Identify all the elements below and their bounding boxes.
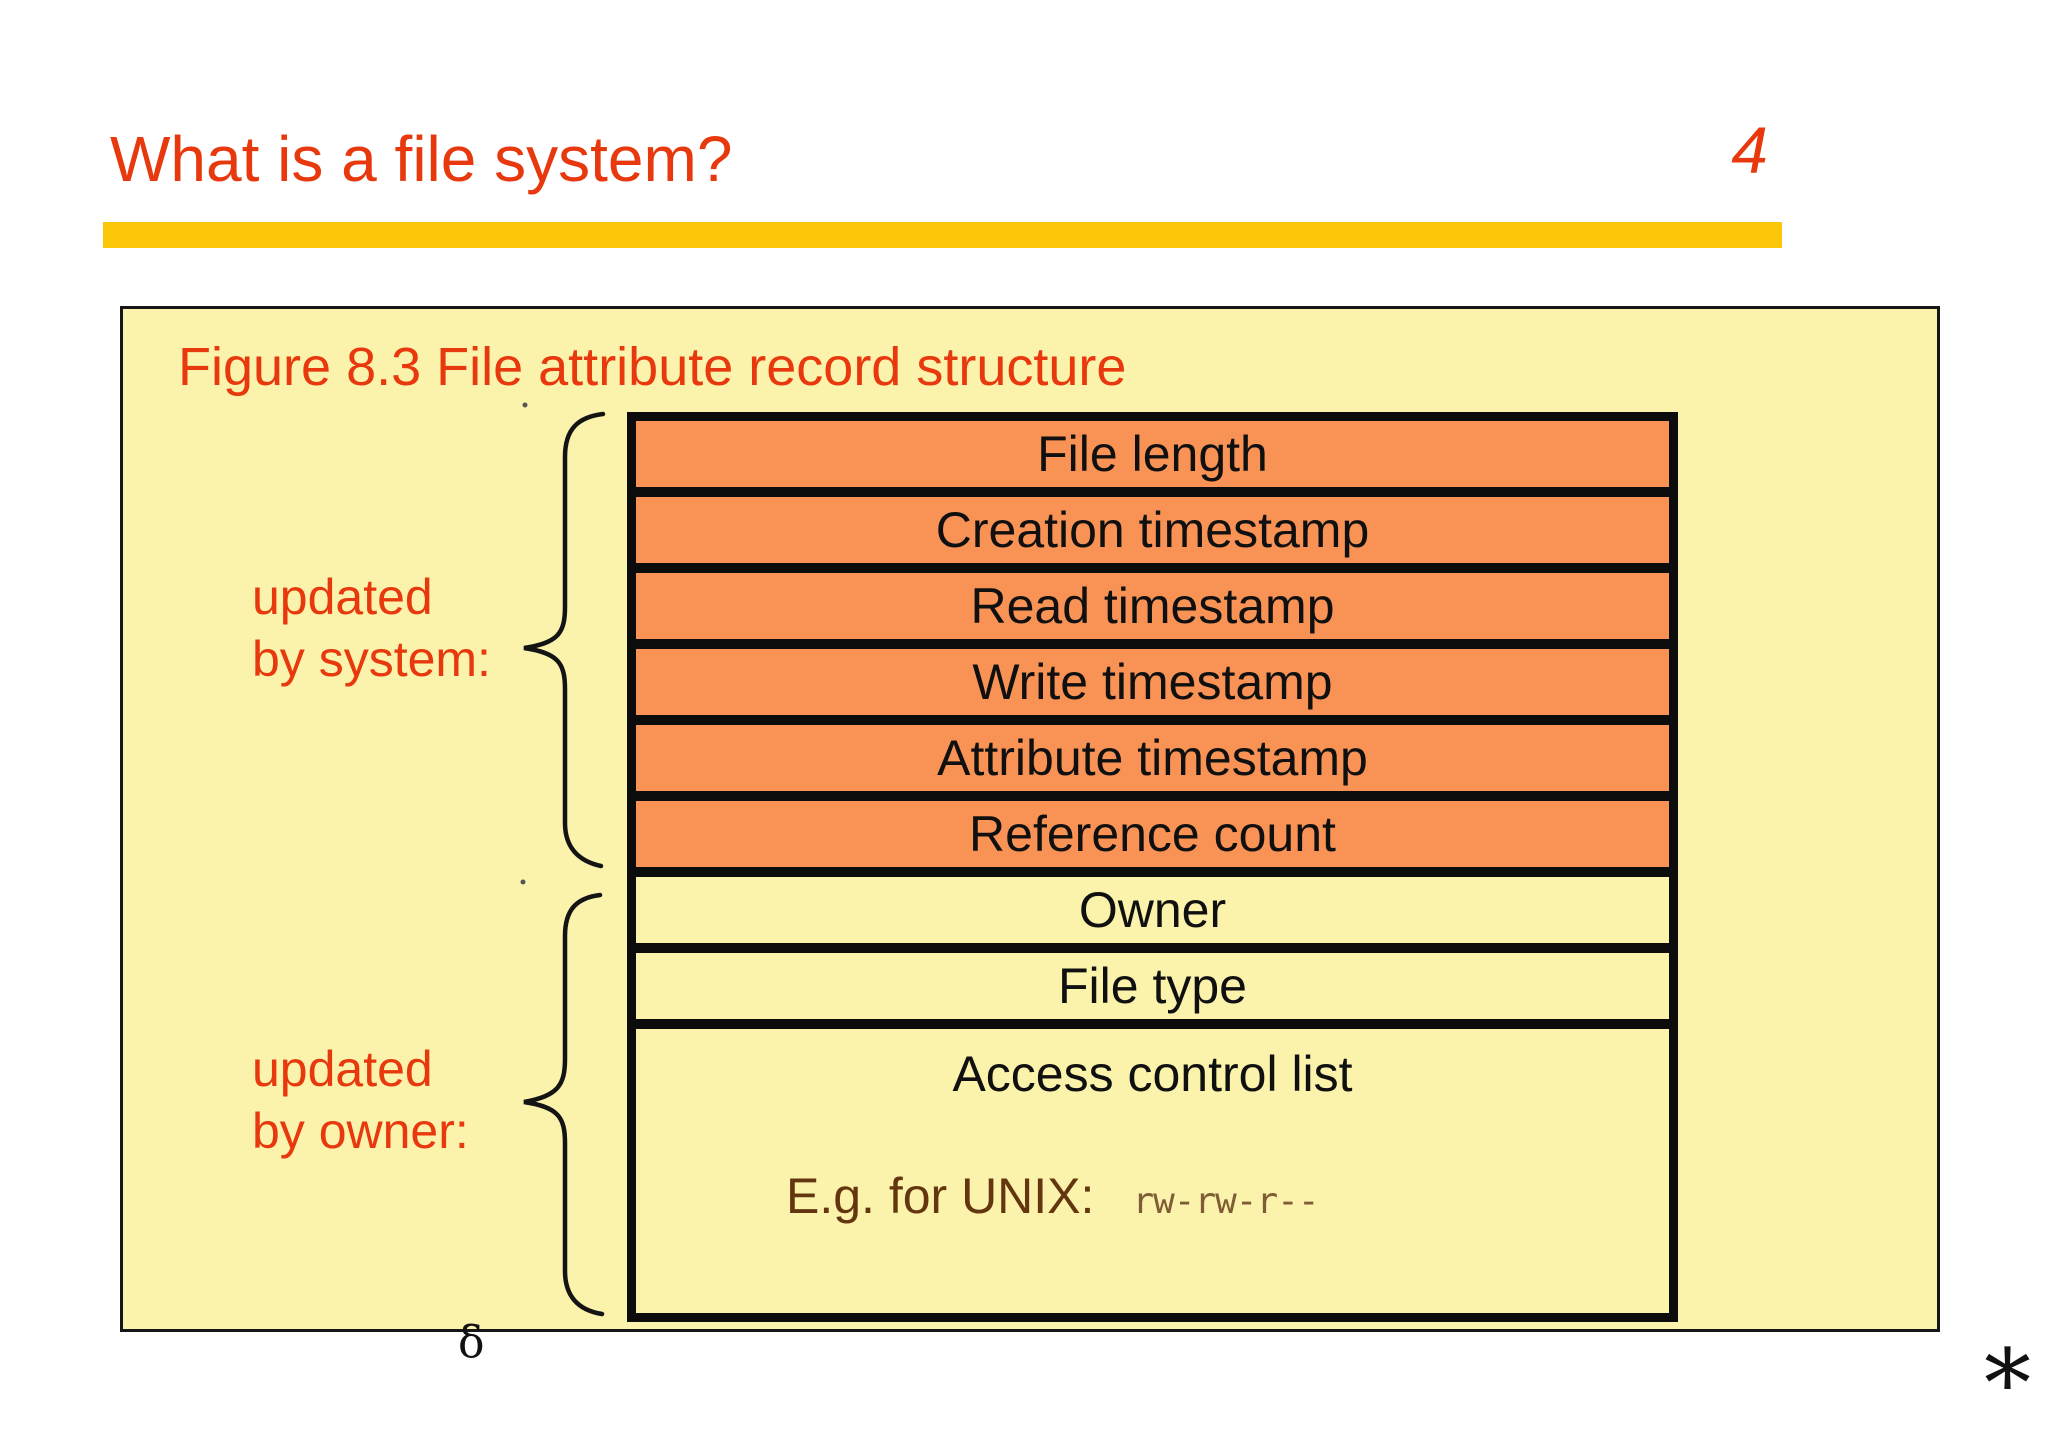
- title-underline-bar: [103, 222, 1782, 248]
- system-group-label: updated by system:: [252, 566, 491, 690]
- table-row-access-control: Access control list E.g. for UNIX: rw-rw…: [636, 1029, 1669, 1313]
- table-row: Creation timestamp: [636, 497, 1669, 563]
- table-row: File length: [636, 421, 1669, 487]
- acl-row-label: Access control list: [952, 1046, 1353, 1102]
- footnote-asterisk: *: [1984, 1330, 2031, 1439]
- delta-mark: δ: [458, 1317, 485, 1368]
- table-row: Attribute timestamp: [636, 725, 1669, 791]
- table-row: Read timestamp: [636, 573, 1669, 639]
- owner-brace-icon: [523, 892, 605, 1317]
- group-braces: [520, 402, 606, 1317]
- owner-group-label-line1: updated: [252, 1041, 433, 1097]
- unix-permission-string: rw-rw-r--: [1132, 1181, 1319, 1222]
- slide-page-number: 4: [1731, 113, 1768, 187]
- table-row: File type: [636, 953, 1669, 1019]
- table-row: Owner: [636, 877, 1669, 943]
- owner-group-label-line2: by owner:: [252, 1103, 469, 1159]
- acl-unix-example: E.g. for UNIX: rw-rw-r--: [636, 1167, 1669, 1225]
- attribute-record-table: File length Creation timestamp Read time…: [627, 412, 1678, 1322]
- page-title: What is a file system?: [110, 123, 733, 195]
- unix-example-label: E.g. for UNIX:: [786, 1168, 1095, 1224]
- table-row: Write timestamp: [636, 649, 1669, 715]
- system-group-label-line1: updated: [252, 569, 433, 625]
- figure-caption: Figure 8.3 File attribute record structu…: [178, 337, 1127, 397]
- owner-group-label: updated by owner:: [252, 1038, 469, 1162]
- tick-dot-bottom: [520, 879, 526, 885]
- tick-dot-top: [522, 402, 528, 408]
- table-row: Reference count: [636, 801, 1669, 867]
- system-group-label-line2: by system:: [252, 631, 491, 687]
- system-brace-icon: [523, 411, 606, 869]
